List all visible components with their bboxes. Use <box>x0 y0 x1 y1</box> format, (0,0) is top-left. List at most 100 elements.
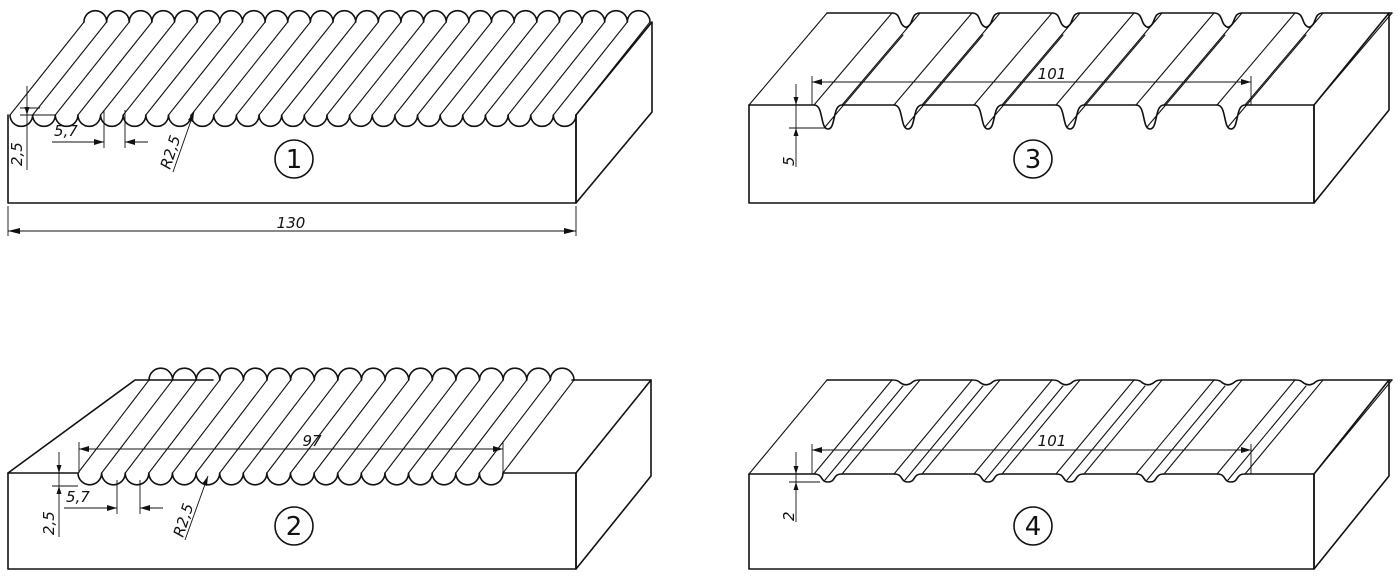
groove-line <box>1055 379 1135 475</box>
profile-1-side-face <box>575 21 653 204</box>
groove-line <box>1163 12 1243 106</box>
edge-line <box>748 379 828 475</box>
profile-1-front-face <box>7 114 577 204</box>
edge-line <box>748 12 828 106</box>
groove-line <box>1083 12 1163 106</box>
edge-line <box>1313 12 1393 106</box>
profile-4-number: 4 <box>1025 512 1042 542</box>
groove-line <box>1216 379 1296 475</box>
profile-3-span-label: 101 <box>1038 65 1067 83</box>
profile-2-number: 2 <box>286 512 303 542</box>
profile-1-depth-label: 2,5 <box>8 142 26 166</box>
profile-1-number-circle <box>274 139 314 179</box>
groove-line <box>984 385 1064 481</box>
ridge-line <box>416 21 493 116</box>
ridge-line <box>530 21 606 116</box>
groove-line <box>984 34 1064 128</box>
ridge-line <box>190 21 266 116</box>
groove-line <box>824 385 904 481</box>
groove-line <box>973 12 1053 106</box>
groove-line <box>1227 34 1307 128</box>
ridge-line <box>235 21 311 116</box>
ridge-line <box>145 21 221 116</box>
profile-2-pitch-label: 5,7 <box>66 488 90 506</box>
profile-4-dimensions: 101 2 <box>780 432 1252 522</box>
ridge-line <box>167 21 244 116</box>
profile-3-number-circle <box>1013 139 1053 179</box>
ridge-line <box>462 21 538 116</box>
ridge-line <box>124 379 197 474</box>
profile-1-scalloped-back-edge <box>83 9 651 23</box>
ridge-line <box>281 21 357 116</box>
groove-line <box>904 34 984 128</box>
ridge-line <box>219 379 292 474</box>
ridge-line <box>266 379 339 474</box>
groove-line <box>1083 379 1163 475</box>
profile-1-scalloped-edge <box>9 114 577 128</box>
profile-4-drawing: 101 2 4 <box>748 379 1393 570</box>
ridge-line <box>384 379 457 474</box>
ridge-line <box>337 379 410 474</box>
profile-2-ridge-lines <box>77 379 575 474</box>
profile-2-scalloped-edge <box>77 472 504 486</box>
ridge-line <box>575 21 651 116</box>
ridge-line <box>394 21 470 116</box>
profile-4-side-face <box>1313 379 1390 570</box>
ridge-line <box>431 379 504 474</box>
ridge-line <box>100 21 176 116</box>
groove-line <box>921 12 1001 106</box>
groove-line <box>1066 34 1146 128</box>
ridge-line <box>289 379 363 474</box>
ridge-line <box>455 379 528 474</box>
ridge-line <box>122 21 198 116</box>
profile-4-number-circle <box>1013 506 1053 546</box>
ridge-line <box>552 21 628 116</box>
profile-2-dimensions: 97 2,5 5,7 R2,5 <box>40 432 504 541</box>
profile-2-top-face <box>7 379 652 474</box>
groove-line <box>813 379 893 475</box>
groove-line <box>904 385 984 481</box>
groove-line <box>973 379 1053 475</box>
profile-2-span-label: 97 <box>302 432 322 450</box>
ridge-line <box>213 21 289 116</box>
ridge-line <box>54 21 130 116</box>
groove-line <box>1135 379 1215 475</box>
profile-3-side-face <box>1313 12 1390 204</box>
ridge-line <box>313 379 386 474</box>
profile-3-number: 3 <box>1025 145 1042 175</box>
profile-3-front-face <box>748 104 1315 204</box>
profile-3-grooved-edge <box>748 104 1315 130</box>
profile-4-grooved-back-edge <box>826 379 1393 386</box>
ridge-line <box>478 379 551 474</box>
ridge-line <box>507 21 583 116</box>
profile-2-side-face <box>575 379 652 570</box>
profile-1-pitch-label: 5,7 <box>54 122 78 140</box>
ridge-line <box>326 21 402 116</box>
profile-2-depth-label: 2,5 <box>40 511 58 535</box>
profile-2-radius-label: R2,5 <box>170 501 198 539</box>
groove-line <box>1055 12 1135 106</box>
groove-line <box>1135 12 1215 106</box>
ridge-line <box>242 379 315 474</box>
profile-3-drawing: 101 5 3 <box>748 12 1393 204</box>
profile-1-ridge-lines <box>9 21 651 116</box>
profile-3-grooved-back-edge <box>826 12 1393 29</box>
ridge-line <box>77 379 150 474</box>
ridge-line <box>303 21 379 116</box>
profile-2-scalloped-back-edge <box>148 367 575 381</box>
ridge-line <box>32 21 108 116</box>
profile-3-dimensions: 101 5 <box>780 65 1252 167</box>
profile-1-width-label: 130 <box>277 214 306 232</box>
profile-4-front-face <box>748 473 1315 570</box>
groove-line <box>921 379 1001 475</box>
profile-4-span-label: 101 <box>1038 432 1067 450</box>
ridge-line <box>195 379 268 474</box>
ridge-line <box>439 21 515 116</box>
ridge-line <box>371 21 447 116</box>
groove-line <box>1163 379 1243 475</box>
ridge-line <box>502 379 575 474</box>
ridge-line <box>408 379 481 474</box>
profile-3-groove-lines <box>748 12 1393 128</box>
edge-line <box>1313 379 1393 475</box>
